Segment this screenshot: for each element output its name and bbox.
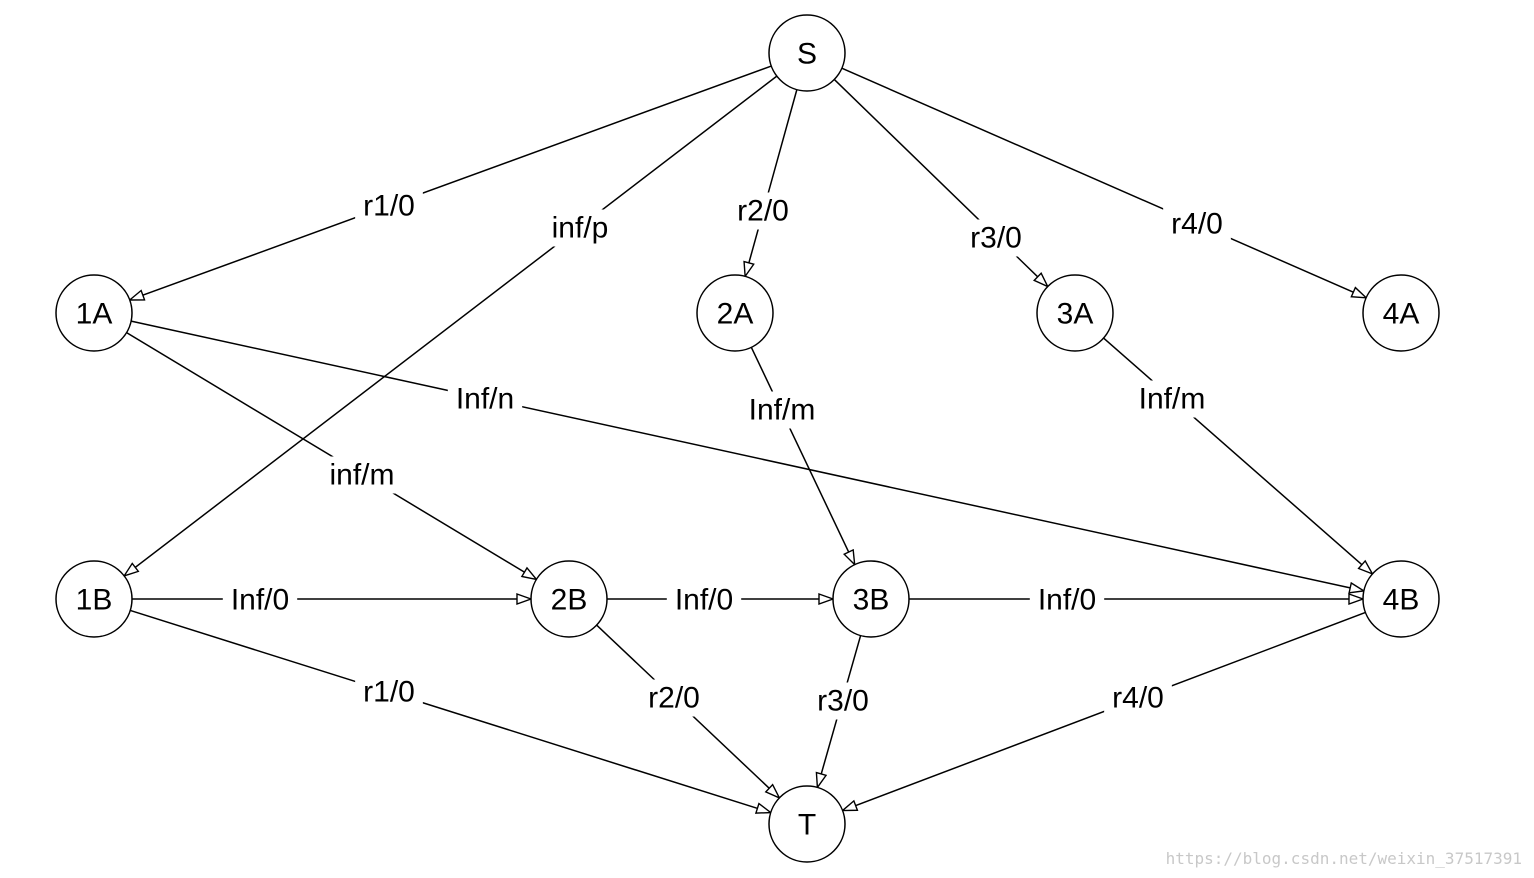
edge-line <box>745 89 798 277</box>
edge-label-background <box>447 380 523 418</box>
node-S: S <box>768 14 846 92</box>
edge-3B-T: r3/0 <box>809 635 877 788</box>
edge-1A-2B: inf/m <box>126 331 537 580</box>
edge-label: Inf/m <box>1139 383 1206 416</box>
edge-label: r3/0 <box>970 222 1022 255</box>
node-1B: 1B <box>55 560 133 638</box>
edge-label: Inf/m <box>749 394 816 427</box>
edge-1B-2B: Inf/0 <box>132 581 531 619</box>
node-circle <box>1362 274 1440 352</box>
edge-4B-T: r4/0 <box>843 611 1366 810</box>
edge-label: Inf/0 <box>231 584 289 617</box>
edge-label-background <box>355 673 423 711</box>
edge-label: r2/0 <box>737 195 789 228</box>
node-circle <box>530 560 608 638</box>
node-circle <box>55 560 133 638</box>
edge-line <box>124 75 778 576</box>
edge-label: Inf/0 <box>1038 584 1096 617</box>
edge-label: Inf/n <box>456 383 514 416</box>
edge-label: r4/0 <box>1112 682 1164 715</box>
edge-S-1A: r1/0 <box>130 65 772 300</box>
edge-label-background <box>321 456 403 494</box>
edge-label-background <box>729 192 797 230</box>
node-circle <box>832 560 910 638</box>
edge-line <box>750 346 854 564</box>
edge-label-background <box>809 682 877 720</box>
watermark-text: https://blog.csdn.net/weixin_37517391 <box>1165 849 1522 868</box>
edge-label-background <box>1130 380 1214 418</box>
node-label: 4A <box>1383 298 1420 331</box>
edge-label-background <box>1029 581 1105 619</box>
node-label: S <box>797 38 817 71</box>
edge-line <box>126 331 537 580</box>
node-label: 2A <box>717 298 754 331</box>
edge-label: r2/0 <box>648 682 700 715</box>
edge-3A-4B: Inf/m <box>1103 337 1373 574</box>
edge-S-3A: r3/0 <box>833 78 1047 286</box>
edge-label-background <box>740 391 824 429</box>
node-3B: 3B <box>832 560 910 638</box>
node-circle <box>696 274 774 352</box>
edge-1A-4B: Inf/n <box>130 320 1364 591</box>
edge-S-2A: r2/0 <box>729 89 798 277</box>
node-label: 3A <box>1057 298 1094 331</box>
edge-line <box>841 67 1366 298</box>
edge-line <box>1103 337 1373 574</box>
edge-label-background <box>355 187 423 225</box>
node-label: T <box>798 809 816 842</box>
edge-2B-3B: Inf/0 <box>607 581 833 619</box>
edge-label-background <box>543 209 617 247</box>
edge-label: Inf/0 <box>675 584 733 617</box>
edge-label: r1/0 <box>363 190 415 223</box>
edge-label-background <box>666 581 742 619</box>
node-4A: 4A <box>1362 274 1440 352</box>
node-1A: 1A <box>55 274 133 352</box>
edge-label: inf/p <box>552 212 609 245</box>
edge-2A-3B: Inf/m <box>740 346 855 564</box>
node-T: T <box>768 785 846 863</box>
edge-S-4A: r4/0 <box>841 67 1366 298</box>
edge-label-background <box>640 679 708 717</box>
node-label: 1A <box>76 298 113 331</box>
node-circle <box>55 274 133 352</box>
edge-label: inf/m <box>329 459 394 492</box>
node-2A: 2A <box>696 274 774 352</box>
edge-label-background <box>1163 205 1231 243</box>
edge-line <box>130 609 771 812</box>
node-label: 4B <box>1383 584 1420 617</box>
node-circle <box>1362 560 1440 638</box>
node-3A: 3A <box>1036 274 1114 352</box>
edge-line <box>130 320 1364 591</box>
node-circle <box>768 14 846 92</box>
node-label: 3B <box>853 584 890 617</box>
edge-label-background <box>1104 679 1172 717</box>
edge-label: r3/0 <box>817 685 869 718</box>
edge-label-background <box>222 581 298 619</box>
node-label: 1B <box>76 584 113 617</box>
edge-label: r1/0 <box>363 676 415 709</box>
node-circle <box>768 785 846 863</box>
edge-S-1B: inf/p <box>124 75 778 576</box>
nodes-layer: S 1A 2A 3A 4A 1B 2B 3B 4B T <box>55 14 1440 863</box>
edge-label: r4/0 <box>1171 208 1223 241</box>
node-label: 2B <box>551 584 588 617</box>
edge-3B-4B: Inf/0 <box>909 581 1363 619</box>
edge-line <box>130 65 772 300</box>
edge-2B-T: r2/0 <box>596 624 780 798</box>
edge-1B-T: r1/0 <box>130 609 771 812</box>
node-circle <box>1036 274 1114 352</box>
node-2B: 2B <box>530 560 608 638</box>
edge-line <box>843 611 1366 810</box>
edge-label-background <box>962 219 1030 257</box>
node-4B: 4B <box>1362 560 1440 638</box>
